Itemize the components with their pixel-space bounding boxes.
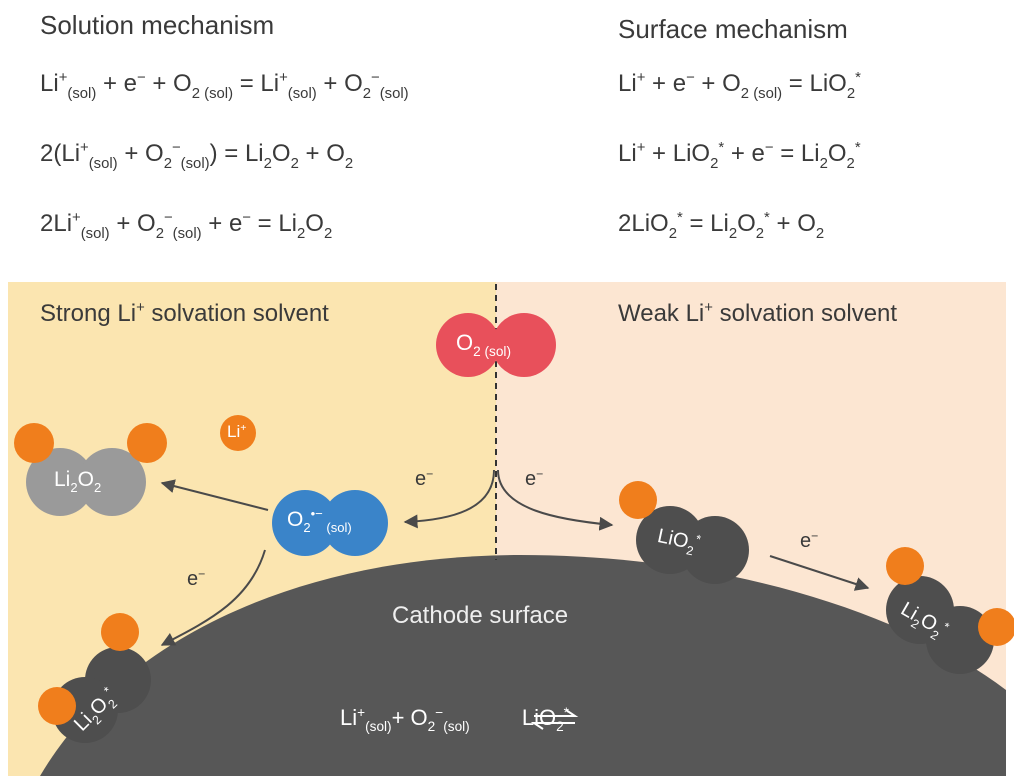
o2-sol-label: O2 (sol) bbox=[456, 330, 511, 360]
equilibrium-arrows bbox=[530, 709, 579, 730]
arrow-to-superoxide bbox=[403, 469, 495, 529]
li2o2-solution-label: Li2O2 bbox=[54, 468, 102, 495]
surface-equation-1: Li+ + e− + O2 (sol) = LiO2* bbox=[618, 70, 861, 102]
solution-equation-3: 2Li+(sol) + O2−(sol) + e− = Li2O2 bbox=[40, 210, 333, 242]
weak-solvation-label: Weak Li+ solvation solvent bbox=[618, 300, 898, 327]
solution-equation-2: 2(Li+(sol) + O2−(sol)) = Li2O2 + O2 bbox=[40, 140, 354, 172]
o2-molecule bbox=[436, 313, 556, 377]
strong-solvation-label: Strong Li+ solvation solvent bbox=[40, 300, 329, 327]
superoxide-label: O2•− (sol) bbox=[287, 506, 352, 535]
arrow-to-li2o2-surface-right bbox=[769, 555, 870, 591]
solution-mechanism-title: Solution mechanism bbox=[40, 10, 275, 40]
surface-mechanism-title: Surface mechanism bbox=[618, 14, 848, 44]
arrow-to-li2o2-solution bbox=[160, 479, 269, 511]
li-ion-label: Li+ bbox=[227, 421, 247, 441]
electron-label-left-down: e− bbox=[187, 566, 206, 590]
surface-equation-2: Li+ + LiO2* + e− = Li2O2* bbox=[618, 140, 861, 172]
li2o2-surface-right bbox=[886, 547, 1014, 674]
arrow-to-lio2 bbox=[497, 469, 614, 531]
li2o2-solution-particle bbox=[14, 423, 167, 516]
cathode-surface-label: Cathode surface bbox=[392, 602, 569, 629]
superoxide-radical bbox=[272, 490, 388, 556]
electron-label-left-top: e− bbox=[415, 466, 434, 490]
electron-label-right-top: e− bbox=[525, 466, 544, 490]
cathode-surface bbox=[40, 555, 1006, 776]
li-ion bbox=[220, 415, 256, 451]
surface-equation-3: 2LiO2* = Li2O2* + O2 bbox=[618, 210, 825, 242]
li2o2-surface-left bbox=[38, 613, 151, 743]
arrow-to-li2o2-surface-left bbox=[160, 549, 266, 646]
electron-label-right-mid: e− bbox=[800, 528, 819, 552]
solution-equation-1: Li+(sol) + e− + O2 (sol) = Li+(sol) + O2… bbox=[40, 70, 409, 102]
equilibrium-equation: Li+(sol)+ O2−(sol) LiO2* bbox=[340, 704, 569, 735]
lio2-surface-species bbox=[619, 481, 749, 584]
